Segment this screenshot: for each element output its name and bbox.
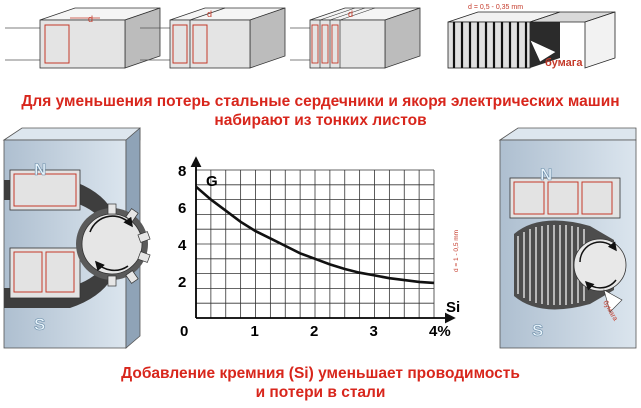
laminated-core-motor: бумага d = 1 - 0,5 mm N S <box>453 127 637 349</box>
bottom-caption: Добавление кремния (Si) уменьшает провод… <box>0 364 641 402</box>
x-tick-label: 3 <box>370 323 378 340</box>
y-tick-label: 8 <box>178 163 186 180</box>
bottom-caption-line-2: и потери в стали <box>255 384 386 401</box>
two-sheet-block: d <box>140 7 286 69</box>
chart-grid <box>196 169 435 318</box>
x-tick-label: 2 <box>310 323 318 340</box>
x-tick-label: 1 <box>251 323 259 340</box>
thickness-label: d <box>348 9 353 19</box>
paper-label: бумага <box>545 57 583 69</box>
thickness-label: d <box>88 14 93 24</box>
silicon-content-chart: 0 1 2 3 4% 2 4 6 8 G Si <box>178 156 460 340</box>
chart-tick-labels: 0 1 2 3 4% 2 4 6 8 <box>178 163 451 340</box>
chart-axes <box>190 156 456 324</box>
bottom-caption-line-1: Добавление кремния (Si) уменьшает провод… <box>121 365 520 382</box>
solid-core-motor: N S <box>2 127 151 349</box>
solid-core-block: d <box>5 7 161 69</box>
north-pole-label: N <box>540 165 552 184</box>
top-caption-line-1: Для уменьшения потерь стальные сердечник… <box>21 93 620 110</box>
x-tick-label: 0 <box>180 323 188 340</box>
sheet-thickness-label: d = 1 - 0,5 mm <box>453 230 460 272</box>
sheet-thickness-label: d = 0,5 - 0,35 mm <box>468 4 523 11</box>
x-axis-label: Si <box>446 299 460 316</box>
top-caption: Для уменьшения потерь стальные сердечник… <box>0 92 641 130</box>
north-pole-label: N <box>34 160 46 179</box>
south-pole-label: S <box>532 321 543 340</box>
thickness-label: d <box>207 9 212 19</box>
south-pole-label: S <box>34 315 45 334</box>
multi-sheet-block: d <box>290 7 421 69</box>
paper-laminated-block: d = 0,5 - 0,35 mm бумага <box>447 4 616 69</box>
conductivity-curve <box>195 185 435 285</box>
y-tick-label: 4 <box>178 237 187 254</box>
y-axis-label: G <box>206 173 218 190</box>
top-caption-line-2: набирают из тонких листов <box>214 112 427 129</box>
x-tick-label: 4% <box>429 323 451 340</box>
y-tick-label: 2 <box>178 274 186 291</box>
y-tick-label: 6 <box>178 200 186 217</box>
